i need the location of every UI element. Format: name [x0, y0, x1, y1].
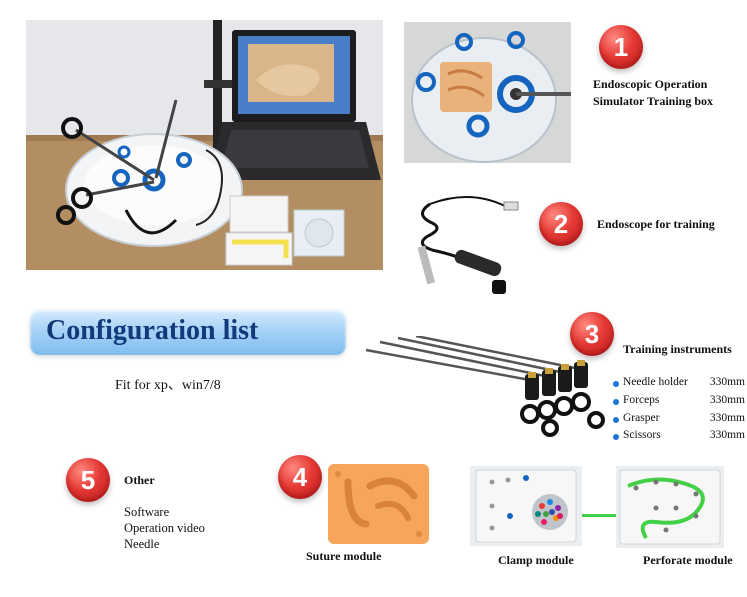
section-3-badge: 3	[570, 312, 614, 356]
bullet-icon	[613, 381, 619, 387]
section-1-number: 1	[613, 31, 629, 62]
section-1-title-line2: Simulator Training box	[593, 94, 714, 108]
instrument-name: Needle holder	[623, 376, 688, 388]
section-2-badge: 2	[539, 202, 583, 246]
bullet-icon	[613, 399, 619, 405]
section-1-badge: 1	[599, 25, 643, 69]
section-3-title: Training instruments	[623, 342, 732, 356]
instrument-name: Scissors	[623, 429, 661, 441]
section-2-title: Endoscope for training	[597, 217, 715, 231]
instrument-item: Needle holder 330mm	[613, 376, 745, 392]
connector-line	[582, 514, 616, 517]
instruments-photo	[360, 336, 610, 444]
configuration-list-label: Configuration list	[46, 315, 259, 346]
section-2-number: 2	[553, 208, 569, 239]
suture-module-photo	[326, 462, 431, 546]
compatibility-text: Fit for xp、win7/8	[115, 378, 221, 393]
section-5-badge: 5	[66, 458, 110, 502]
other-item: Needle	[124, 537, 160, 551]
section-5-number: 5	[80, 464, 96, 495]
section-4-number: 4	[292, 461, 308, 492]
endoscope-photo	[410, 184, 540, 302]
clamp-module-photo	[470, 466, 582, 546]
instrument-item: Forceps 330mm	[613, 394, 745, 410]
suture-module-label: Suture module	[306, 549, 382, 563]
perforate-module-photo	[616, 466, 724, 548]
instrument-item: Grasper 330mm	[613, 412, 745, 428]
instrument-item: Scissors 330mm	[613, 429, 745, 445]
bullet-icon	[613, 417, 619, 423]
instrument-name: Grasper	[623, 412, 660, 424]
instrument-size: 330mm	[709, 376, 745, 388]
section-1-title-line1: Endoscopic Operation	[593, 77, 708, 91]
section-5-title: Other	[124, 473, 155, 487]
setup-photo	[26, 20, 383, 270]
bullet-icon	[613, 434, 619, 440]
other-item: Software	[124, 505, 170, 519]
clamp-module-label: Clamp module	[498, 553, 574, 567]
configuration-list-banner: Configuration list	[30, 309, 346, 355]
section-4-badge: 4	[278, 455, 322, 499]
instrument-name: Forceps	[623, 394, 660, 406]
section-3-number: 3	[584, 318, 600, 349]
perforate-module-label: Perforate module	[643, 553, 733, 567]
instrument-size: 330mm	[709, 412, 745, 424]
instrument-size: 330mm	[709, 429, 745, 441]
section-1-title: Endoscopic Operation Simulator Training …	[593, 76, 713, 110]
training-box-photo	[404, 22, 571, 163]
instrument-size: 330mm	[709, 394, 745, 406]
other-item: Operation video	[124, 521, 205, 535]
